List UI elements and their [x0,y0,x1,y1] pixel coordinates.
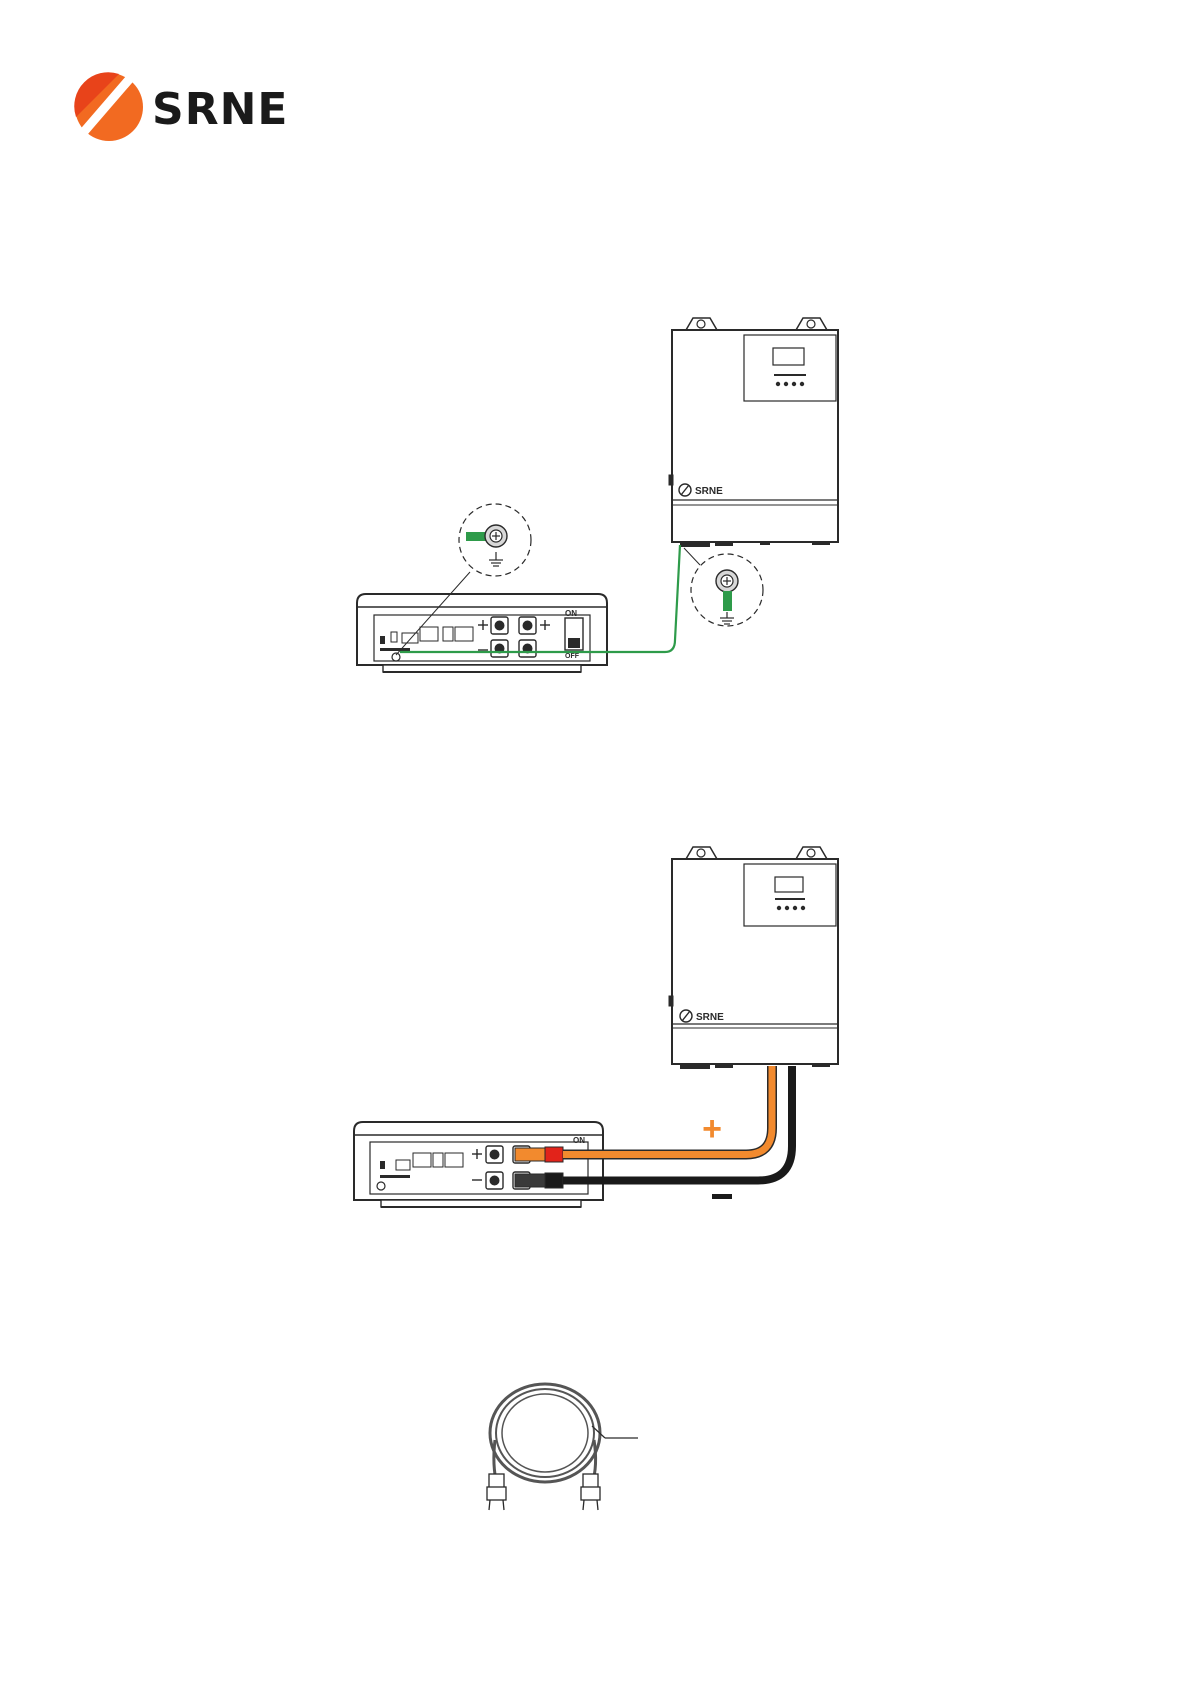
communication-cable-illustration [0,1370,1191,1520]
negative-polarity-mark [712,1194,732,1199]
ground-screw-callout-battery [459,504,531,576]
inverter-unit-2 [669,847,838,1069]
power-cable-diagram: SRNE ON + [0,820,1191,1240]
inverter-logo-text-2: SRNE [696,1012,724,1023]
battery-switch-on-label-1: ON [565,609,577,618]
callout-leader-inverter [684,548,700,565]
inverter-logo-text-1: SRNE [695,486,723,497]
battery-switch-off-label-1: OFF [565,653,580,660]
inverter-unit-1 [669,318,838,547]
battery-unit-2 [354,1122,603,1207]
negative-connector [515,1173,563,1188]
battery-switch-on-label-2: ON [573,1136,585,1145]
positive-polarity-label: + [702,1110,722,1148]
positive-connector [515,1147,563,1162]
cable-plug-left [487,1474,506,1510]
grounding-diagram: SRNE ON OFF [0,0,1191,760]
ground-screw-callout-inverter [691,554,763,626]
coiled-cable [490,1384,600,1485]
battery-unit-1 [357,594,607,672]
cable-plug-right [581,1474,600,1510]
